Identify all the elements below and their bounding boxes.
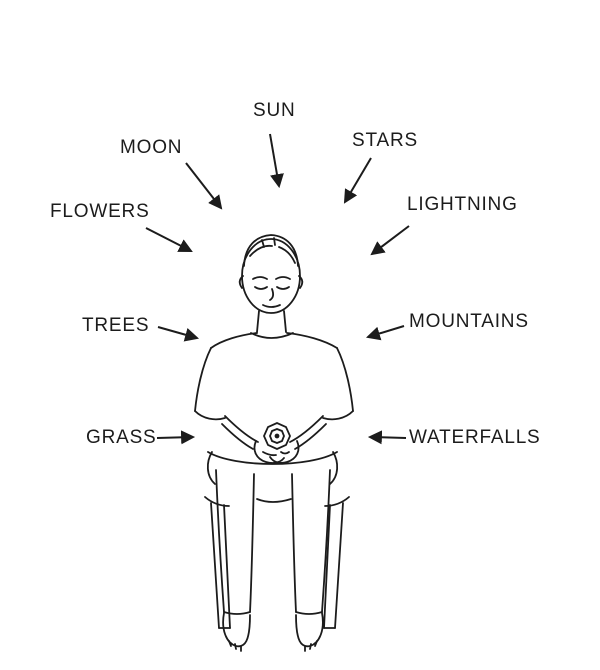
- person-head: [238, 234, 304, 314]
- arrow-stars: [343, 157, 372, 204]
- label-mountains: MOUNTAINS: [409, 311, 529, 332]
- chair: [204, 496, 350, 629]
- seated-person-figure: [194, 234, 354, 652]
- label-trees: TREES: [82, 315, 150, 336]
- label-lightning: LIGHTNING: [407, 194, 518, 215]
- arrow-waterfalls: [367, 430, 407, 445]
- person-feet: [222, 612, 324, 652]
- person-hands: [253, 440, 300, 464]
- arrow-flowers: [145, 227, 193, 252]
- arrows-group: [145, 133, 410, 445]
- arrow-mountains: [365, 325, 405, 341]
- label-stars: STARS: [352, 130, 418, 151]
- arrow-sun: [269, 133, 284, 189]
- arrow-lightning: [370, 225, 410, 256]
- arrow-trees: [157, 326, 200, 342]
- person-legs: [215, 469, 331, 615]
- label-flowers: FLOWERS: [50, 201, 150, 222]
- label-sun: SUN: [253, 100, 296, 121]
- label-grass: GRASS: [86, 427, 157, 448]
- label-waterfalls: WATERFALLS: [409, 427, 541, 448]
- arrow-moon: [185, 162, 223, 210]
- arrow-grass: [156, 430, 196, 445]
- held-object: [263, 422, 291, 450]
- label-moon: MOON: [120, 137, 183, 158]
